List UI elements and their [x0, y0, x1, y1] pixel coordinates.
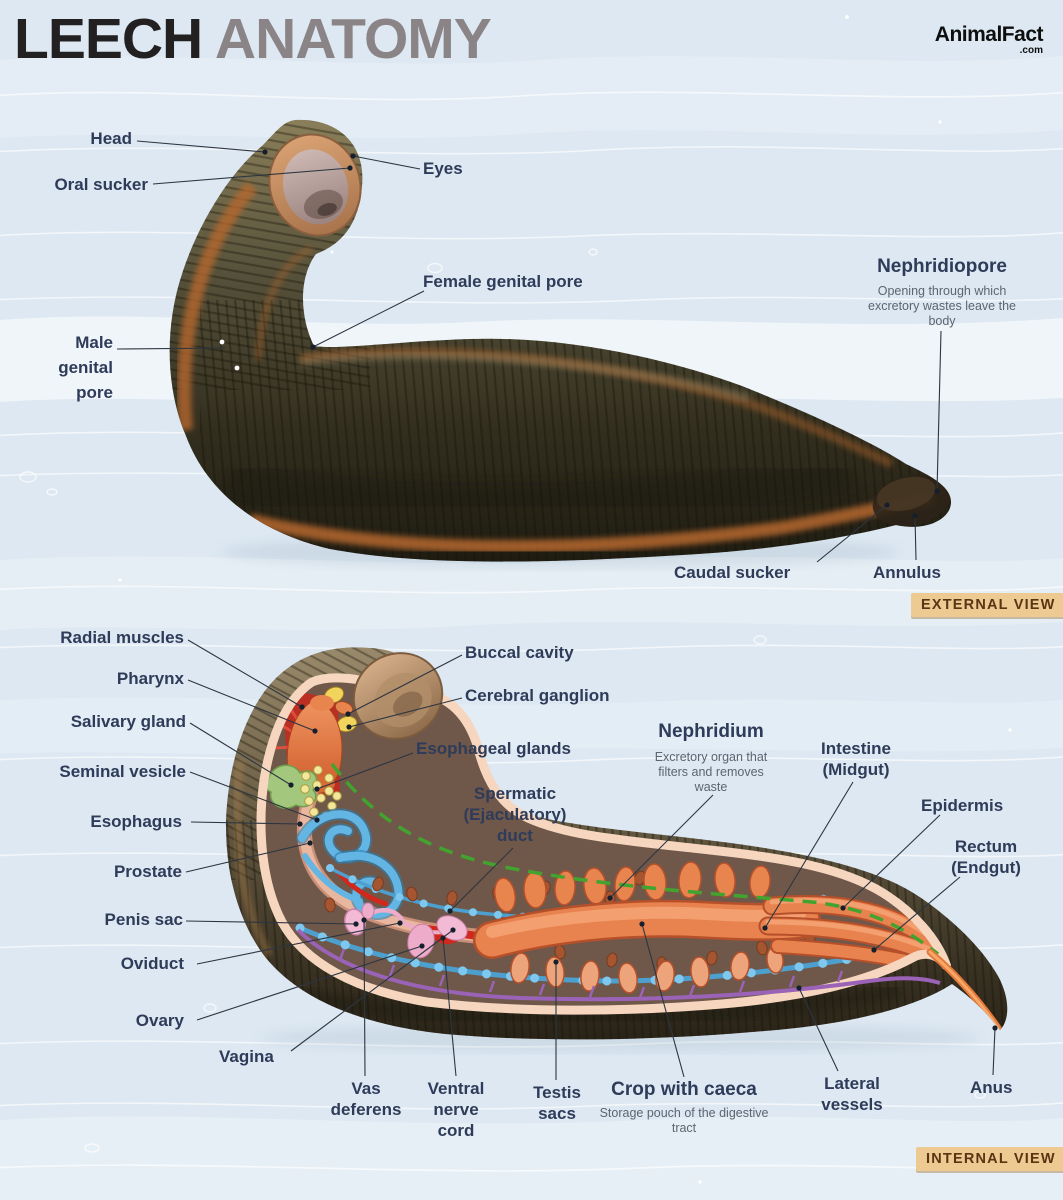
leader-epidermis: [842, 814, 941, 909]
leader-oviduct: [196, 922, 401, 965]
leader-pharynx: [187, 679, 316, 732]
page-title: LEECH ANATOMY: [14, 6, 492, 72]
leader-intestine: [764, 781, 854, 929]
label-buccal-cavity: Buccal cavity: [465, 643, 574, 662]
desc-nephridium: Excretory organ that filters and removes…: [654, 750, 768, 794]
label-annulus: Annulus: [873, 563, 941, 582]
label-esophagus: Esophagus: [90, 812, 182, 831]
label-eyes: Eyes: [423, 159, 463, 178]
label-rectum: Rectum (Endgut): [951, 837, 1021, 877]
leader-esophageal-glands: [316, 752, 414, 790]
organ-ventral-nerve-cord: [295, 923, 883, 986]
label-oviduct: Oviduct: [120, 954, 184, 973]
title-anatomy: ANATOMY: [214, 7, 492, 71]
label-vas-deferens: Vas deferens: [330, 1079, 402, 1119]
leader-penis-sac: [185, 920, 357, 925]
label-crop-with-caeca: Crop with caeca: [611, 1079, 757, 1100]
genital-pore-dots: [219, 339, 240, 371]
label-vagina: Vagina: [219, 1047, 274, 1066]
leader-male-genital-pore: [116, 347, 227, 350]
desc-crop-with-caeca: Storage pouch of the digestive tract: [599, 1106, 769, 1135]
leader-anus: [992, 1027, 996, 1076]
organ-intestine-rectum: [758, 895, 946, 976]
leader-eyes: [352, 155, 421, 170]
leader-dots: [262, 149, 998, 1031]
label-spermatic-duct: Spermatic (Ejaculatory) duct: [463, 784, 567, 845]
label-male-genital-pore: Male genital pore: [58, 333, 113, 402]
label-lateral-vessels: Lateral vessels: [821, 1074, 883, 1114]
leader-ventral-nerve-cord: [442, 937, 457, 1077]
leader-vas-deferens: [363, 919, 366, 1077]
leader-annulus: [914, 515, 917, 561]
label-pharynx: Pharynx: [116, 669, 184, 688]
label-ventral-nerve-cord: Ventral nerve cord: [427, 1079, 485, 1140]
label-intestine: Intestine (Midgut): [821, 739, 891, 779]
label-seminal-vesicle: Seminal vesicle: [59, 762, 186, 781]
external-view-badge: EXTERNAL VIEW: [911, 593, 1063, 617]
brand-logo: AnimalFact .com: [934, 23, 1044, 56]
leader-salivary-gland: [189, 722, 292, 786]
label-ovary: Ovary: [135, 1011, 184, 1030]
leader-caudal-sucker: [816, 504, 888, 563]
leader-radial-muscles: [187, 639, 303, 708]
label-anus: Anus: [970, 1078, 1013, 1097]
leader-seminal-vesicle: [189, 771, 318, 821]
desc-nephridiopore: Opening through which excretory wastes l…: [868, 284, 1016, 328]
logo-tld: .com: [1019, 45, 1043, 56]
oral-sucker-disc: [268, 133, 362, 237]
leader-spermatic-duct: [449, 847, 514, 912]
leader-oral-sucker: [152, 167, 351, 185]
leader-ovary: [196, 945, 423, 1021]
label-radial-muscles: Radial muscles: [60, 628, 184, 647]
label-nephridiopore: Nephridiopore: [877, 256, 1007, 277]
label-epidermis: Epidermis: [921, 796, 1004, 815]
label-caudal-sucker: Caudal sucker: [674, 563, 791, 582]
leader-female-genital-pore: [312, 290, 425, 348]
label-cerebral-ganglion: Cerebral ganglion: [465, 686, 610, 705]
leader-nephridiopore: [936, 330, 942, 492]
label-oral-sucker: Oral sucker: [54, 175, 148, 194]
organ-testis-sacs: [510, 946, 784, 994]
label-salivary-gland: Salivary gland: [70, 712, 186, 731]
organ-lateral-vessel: [296, 928, 941, 1002]
label-prostate: Prostate: [113, 862, 182, 881]
leader-cerebral-ganglion: [348, 697, 463, 728]
leader-prostate: [185, 842, 311, 873]
organ-anus-canal: [926, 948, 1002, 1032]
leader-nephridium: [609, 794, 714, 899]
label-penis-sac: Penis sac: [104, 910, 183, 929]
leader-crop: [641, 923, 685, 1078]
internal-view-badge: INTERNAL VIEW: [916, 1147, 1063, 1171]
label-head: Head: [90, 129, 132, 148]
leader-rectum: [873, 876, 961, 951]
label-female-genital-pore: Female genital pore: [423, 272, 583, 291]
organ-dorsal-vessel: [330, 762, 940, 956]
label-esophageal-glands: Esophageal glands: [416, 739, 571, 758]
label-testis-sacs: Testis sacs: [533, 1083, 581, 1123]
logo-text: AnimalFact: [934, 23, 1044, 46]
leader-esophagus: [190, 821, 301, 825]
leader-vagina: [290, 929, 454, 1052]
label-nephridium: Nephridium: [658, 721, 764, 742]
leader-buccal-cavity: [347, 654, 463, 715]
leader-lateral-vessels: [798, 987, 839, 1072]
internal-organs: [263, 686, 946, 994]
leader-head: [136, 140, 266, 153]
title-leech: LEECH: [14, 7, 203, 71]
